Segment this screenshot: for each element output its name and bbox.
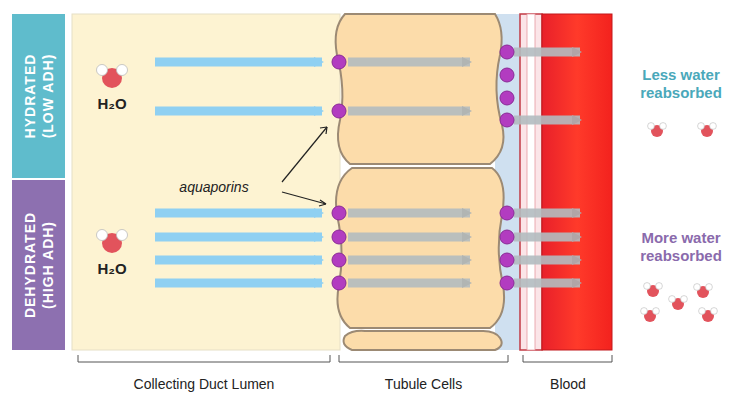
region-label: Collecting Duct Lumen xyxy=(78,376,330,393)
callout-label: aquaporins xyxy=(148,179,280,196)
formula-label: H₂O xyxy=(82,95,142,113)
band-label: HYDRATED (LOW ADH) xyxy=(21,40,56,152)
region-label: Tubule Cells xyxy=(339,376,508,393)
formula-label: H₂O xyxy=(82,260,142,278)
region-label: Blood xyxy=(518,376,618,393)
result-label: Less water reabsorbed xyxy=(622,66,740,102)
result-label: More water reabsorbed xyxy=(622,229,740,265)
band-label: DEHYDRATED (HIGH ADH) xyxy=(21,199,56,331)
condition-band: HYDRATED (LOW ADH) xyxy=(12,14,65,178)
condition-band: DEHYDRATED (HIGH ADH) xyxy=(12,180,65,350)
